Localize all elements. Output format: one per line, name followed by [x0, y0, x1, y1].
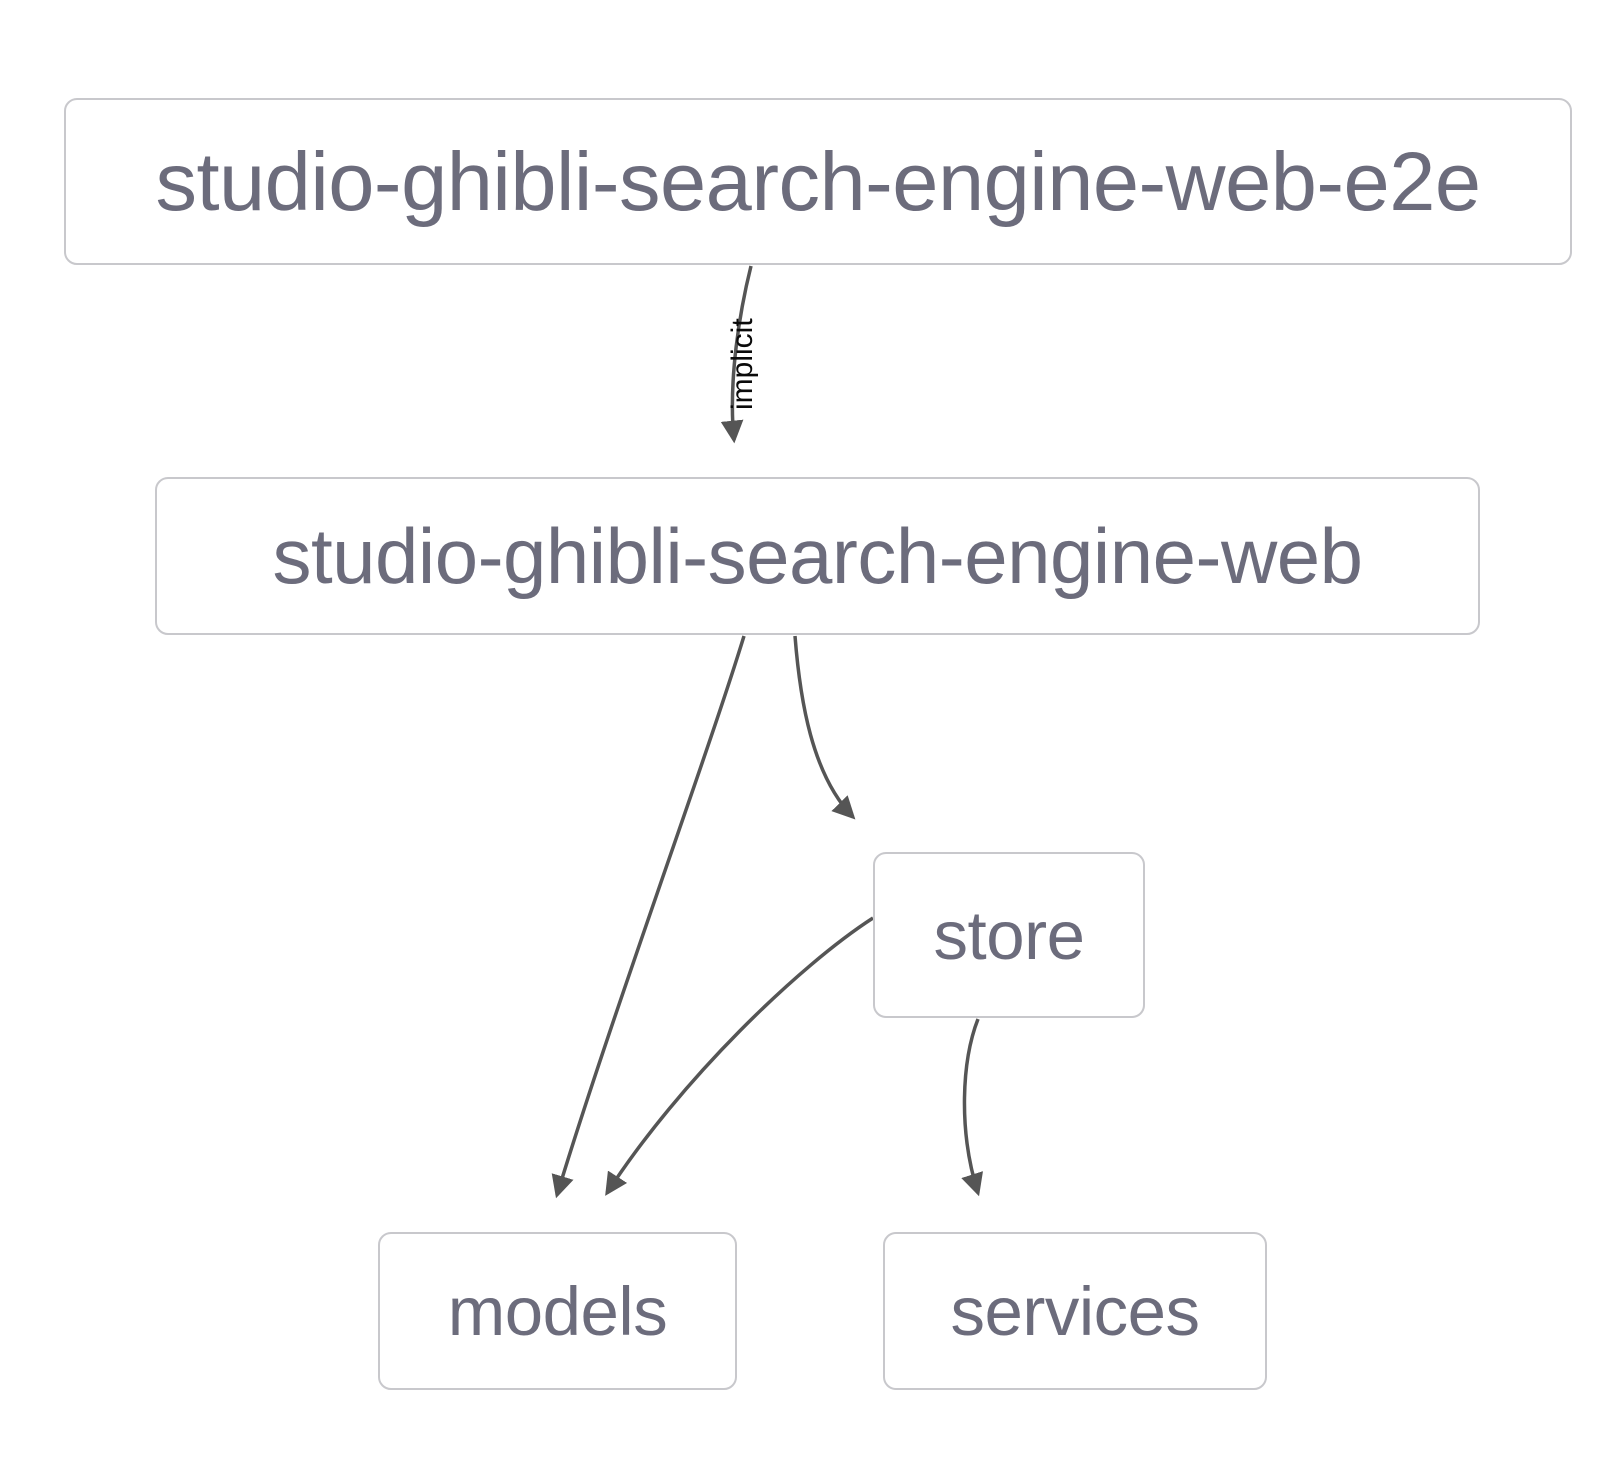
edge-store-to-models: [605, 916, 874, 1196]
edge-web-to-models: [551, 635, 746, 1199]
node-models[interactable]: models: [378, 1232, 737, 1390]
edge-store-to-services: [961, 1018, 983, 1197]
node-label: studio-ghibli-search-engine-web: [272, 512, 1363, 600]
node-studio-ghibli-search-engine-web[interactable]: studio-ghibli-search-engine-web: [155, 477, 1480, 635]
node-store[interactable]: store: [873, 852, 1145, 1018]
node-label: services: [950, 1272, 1200, 1350]
node-label: studio-ghibli-search-engine-web-e2e: [155, 135, 1481, 228]
edge-label-implicit: implicit: [726, 318, 759, 410]
node-studio-ghibli-search-engine-web-e2e[interactable]: studio-ghibli-search-engine-web-e2e: [64, 98, 1572, 265]
node-services[interactable]: services: [883, 1232, 1267, 1390]
edge-root-to-web: [720, 265, 753, 444]
edge-web-to-store: [793, 635, 856, 820]
node-label: models: [447, 1272, 668, 1350]
node-label: store: [933, 896, 1085, 974]
